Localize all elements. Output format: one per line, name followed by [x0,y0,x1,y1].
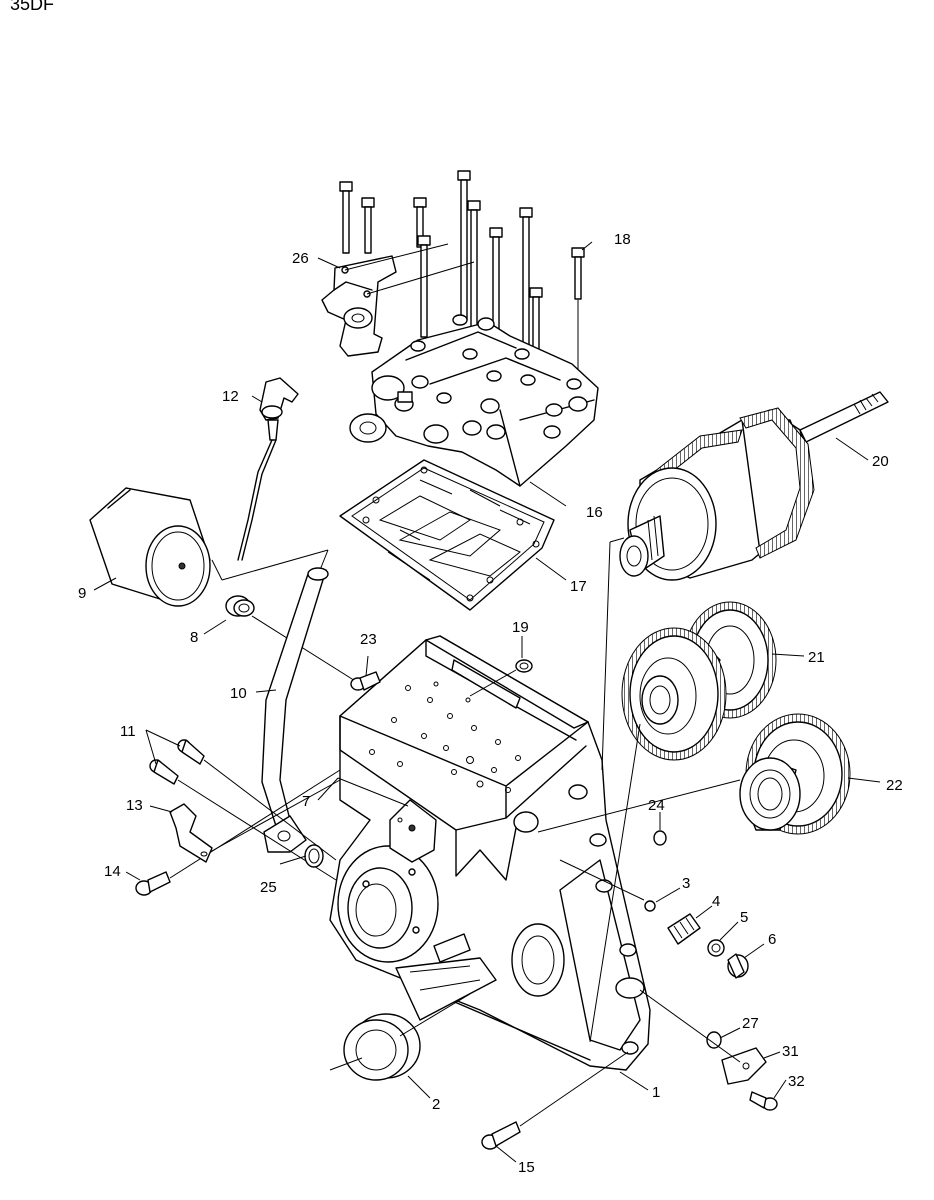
callout-22: 22 [886,777,903,794]
callout-19: 19 [512,619,529,636]
callout-21: 21 [808,649,825,666]
bolt [457,170,471,321]
bolt [571,247,585,300]
bolt-set [339,170,585,420]
callout-23: 23 [360,631,377,648]
callout-5: 5 [740,909,748,926]
callout-1: 1 [652,1084,660,1101]
oil-filter [89,487,211,607]
bolt [467,200,481,339]
clamp [169,779,341,863]
callout-24: 24 [648,797,665,814]
gear-21 [621,601,777,761]
oil-seal [343,993,471,1081]
callout-17: 17 [570,578,587,595]
bolt [413,197,427,248]
bolt-14 [135,769,341,896]
fitting [225,595,361,685]
transmission-case [329,635,651,1071]
input-shaft-assembly [619,391,889,581]
callout-18: 18 [614,231,631,248]
callout-31: 31 [782,1043,799,1060]
callout-12: 12 [222,388,239,405]
callout-32: 32 [788,1073,805,1090]
callout-4: 4 [712,893,720,910]
callout-8: 8 [190,629,198,646]
bracket [321,243,475,357]
callout-9: 9 [78,585,86,602]
plug-23 [350,671,381,691]
bolt [519,207,533,348]
callout-27: 27 [742,1015,759,1032]
callout-25: 25 [260,879,277,896]
valve-body [349,314,599,487]
detent-parts [559,830,778,1111]
bolt [417,235,431,338]
callout-14: 14 [104,863,121,880]
callout-2: 2 [432,1096,440,1113]
callout-labels: 1 2 3 4 5 6 7 8 9 10 11 12 13 14 15 16 1… [78,231,903,1176]
callout-7: 7 [302,793,310,810]
callout-6: 6 [768,931,776,948]
callout-16: 16 [586,504,603,521]
callout-10: 10 [230,685,247,702]
leader-lines [93,241,881,1163]
callout-20: 20 [872,453,889,470]
bolt-11-upper [177,739,337,861]
model-code: 35DF [10,0,54,14]
gasket-plate [339,459,555,611]
dipstick [211,377,329,591]
callout-15: 15 [518,1159,535,1176]
callout-11: 11 [120,723,136,740]
callout-26: 26 [292,250,309,267]
bolt [529,287,543,356]
bolts-misc [135,671,629,1150]
callout-3: 3 [682,875,690,892]
gear-22 [739,713,851,835]
bolt [339,181,353,254]
bolt-15 [481,1051,629,1150]
bolt [361,197,375,254]
oil-pipe [261,567,329,853]
callout-13: 13 [126,797,143,814]
o-rings [304,659,533,868]
